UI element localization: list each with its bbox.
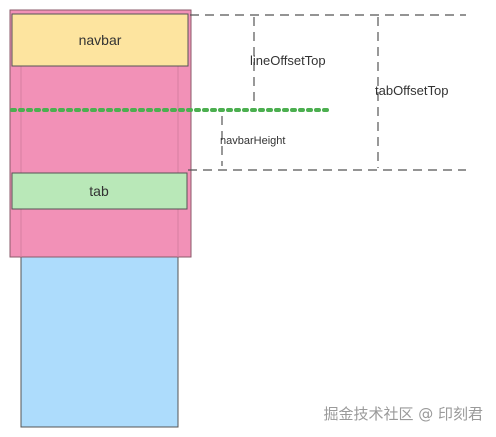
navbar-box bbox=[11, 13, 189, 67]
tab-box bbox=[11, 172, 188, 210]
tab-label: tab bbox=[89, 183, 109, 199]
navbar-height-label: navbarHeight bbox=[220, 135, 285, 147]
tab-offset-top-label: tabOffsetTop bbox=[375, 83, 448, 98]
line-offset-top-label: lineOffsetTop bbox=[250, 53, 326, 68]
watermark-text: 掘金技术社区 @ 印刻君 bbox=[323, 405, 483, 423]
navbar-label: navbar bbox=[79, 32, 122, 48]
